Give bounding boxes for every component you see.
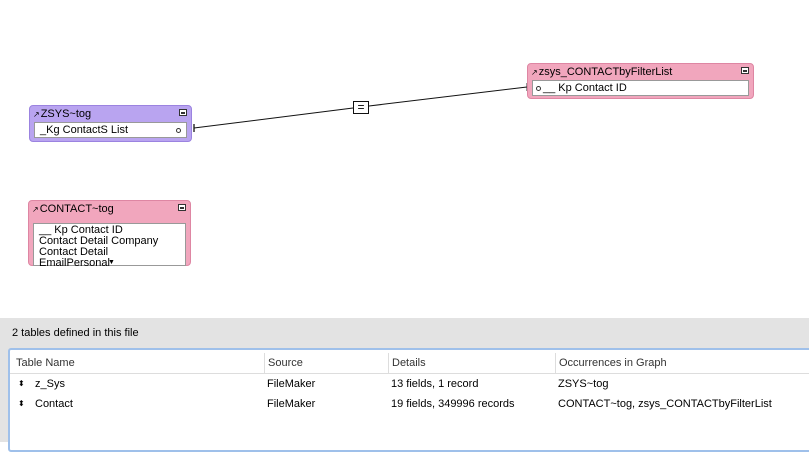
col-occurrences[interactable]: Occurrences in Graph	[555, 353, 667, 373]
col-table-name[interactable]: Table Name	[16, 357, 75, 369]
field[interactable]: Contact Detail Company	[39, 235, 159, 247]
scroll-down-icon[interactable]: ▼	[108, 259, 115, 266]
arrow-icon[interactable]: ↗	[33, 110, 40, 119]
table-source: FileMaker	[267, 378, 316, 390]
tables-list[interactable]: Table Name Source Details Occurrences in…	[8, 348, 809, 452]
table-occurrence-contact-tog[interactable]: ↗CONTACT~tog __ Kp Contact ID Contact De…	[28, 200, 191, 269]
table-source: FileMaker	[267, 398, 316, 410]
table-row[interactable]: ⬍ z_Sys FileMaker 13 fields, 1 record ZS…	[10, 374, 809, 394]
collapse-icon[interactable]	[179, 109, 187, 116]
table-details: 19 fields, 349996 records	[391, 398, 515, 410]
relationship-operator[interactable]: =	[353, 101, 369, 114]
table-row[interactable]: ⬍ Contact FileMaker 19 fields, 349996 re…	[10, 394, 809, 414]
arrow-icon[interactable]: ↗	[32, 205, 39, 214]
sort-handle-icon[interactable]: ⬍	[18, 399, 25, 408]
field[interactable]: Contact Detail EmailPersonal	[39, 246, 110, 269]
key-dot-icon	[176, 128, 181, 133]
col-details[interactable]: Details	[388, 353, 426, 373]
key-dot-icon	[536, 86, 541, 91]
table-occurrence-zsys-tog[interactable]: ↗ZSYS~tog _Kg ContactS List	[29, 105, 192, 142]
table-occurrence-zsys-contactbyfilterlist[interactable]: ↗zsys_CONTACTbyFilterList __ Kp Contact …	[527, 63, 754, 99]
table-occurrences: CONTACT~tog, zsys_CONTACTbyFilterList	[558, 398, 772, 410]
table-name: Contact	[35, 398, 73, 410]
arrow-icon[interactable]: ↗	[531, 68, 538, 77]
table-details: 13 fields, 1 record	[391, 378, 479, 390]
table-occurrences: ZSYS~tog	[558, 378, 609, 390]
collapse-icon[interactable]	[178, 204, 186, 211]
table-header: Table Name Source Details Occurrences in…	[10, 353, 809, 374]
collapse-icon[interactable]	[741, 67, 749, 74]
tables-summary: 2 tables defined in this file	[12, 327, 139, 339]
col-source[interactable]: Source	[264, 353, 303, 373]
occurrence-title: CONTACT~tog	[39, 203, 114, 215]
sort-handle-icon[interactable]: ⬍	[18, 379, 25, 388]
occurrence-title: zsys_CONTACTbyFilterList	[538, 66, 673, 78]
occurrence-title: ZSYS~tog	[40, 108, 92, 120]
table-name: z_Sys	[35, 378, 65, 390]
field[interactable]: __ Kp Contact ID	[543, 82, 627, 94]
field[interactable]: _Kg ContactS List	[40, 124, 129, 136]
tables-panel: 2 tables defined in this file Table Name…	[0, 318, 809, 452]
field[interactable]: __ Kp Contact ID	[39, 224, 123, 236]
